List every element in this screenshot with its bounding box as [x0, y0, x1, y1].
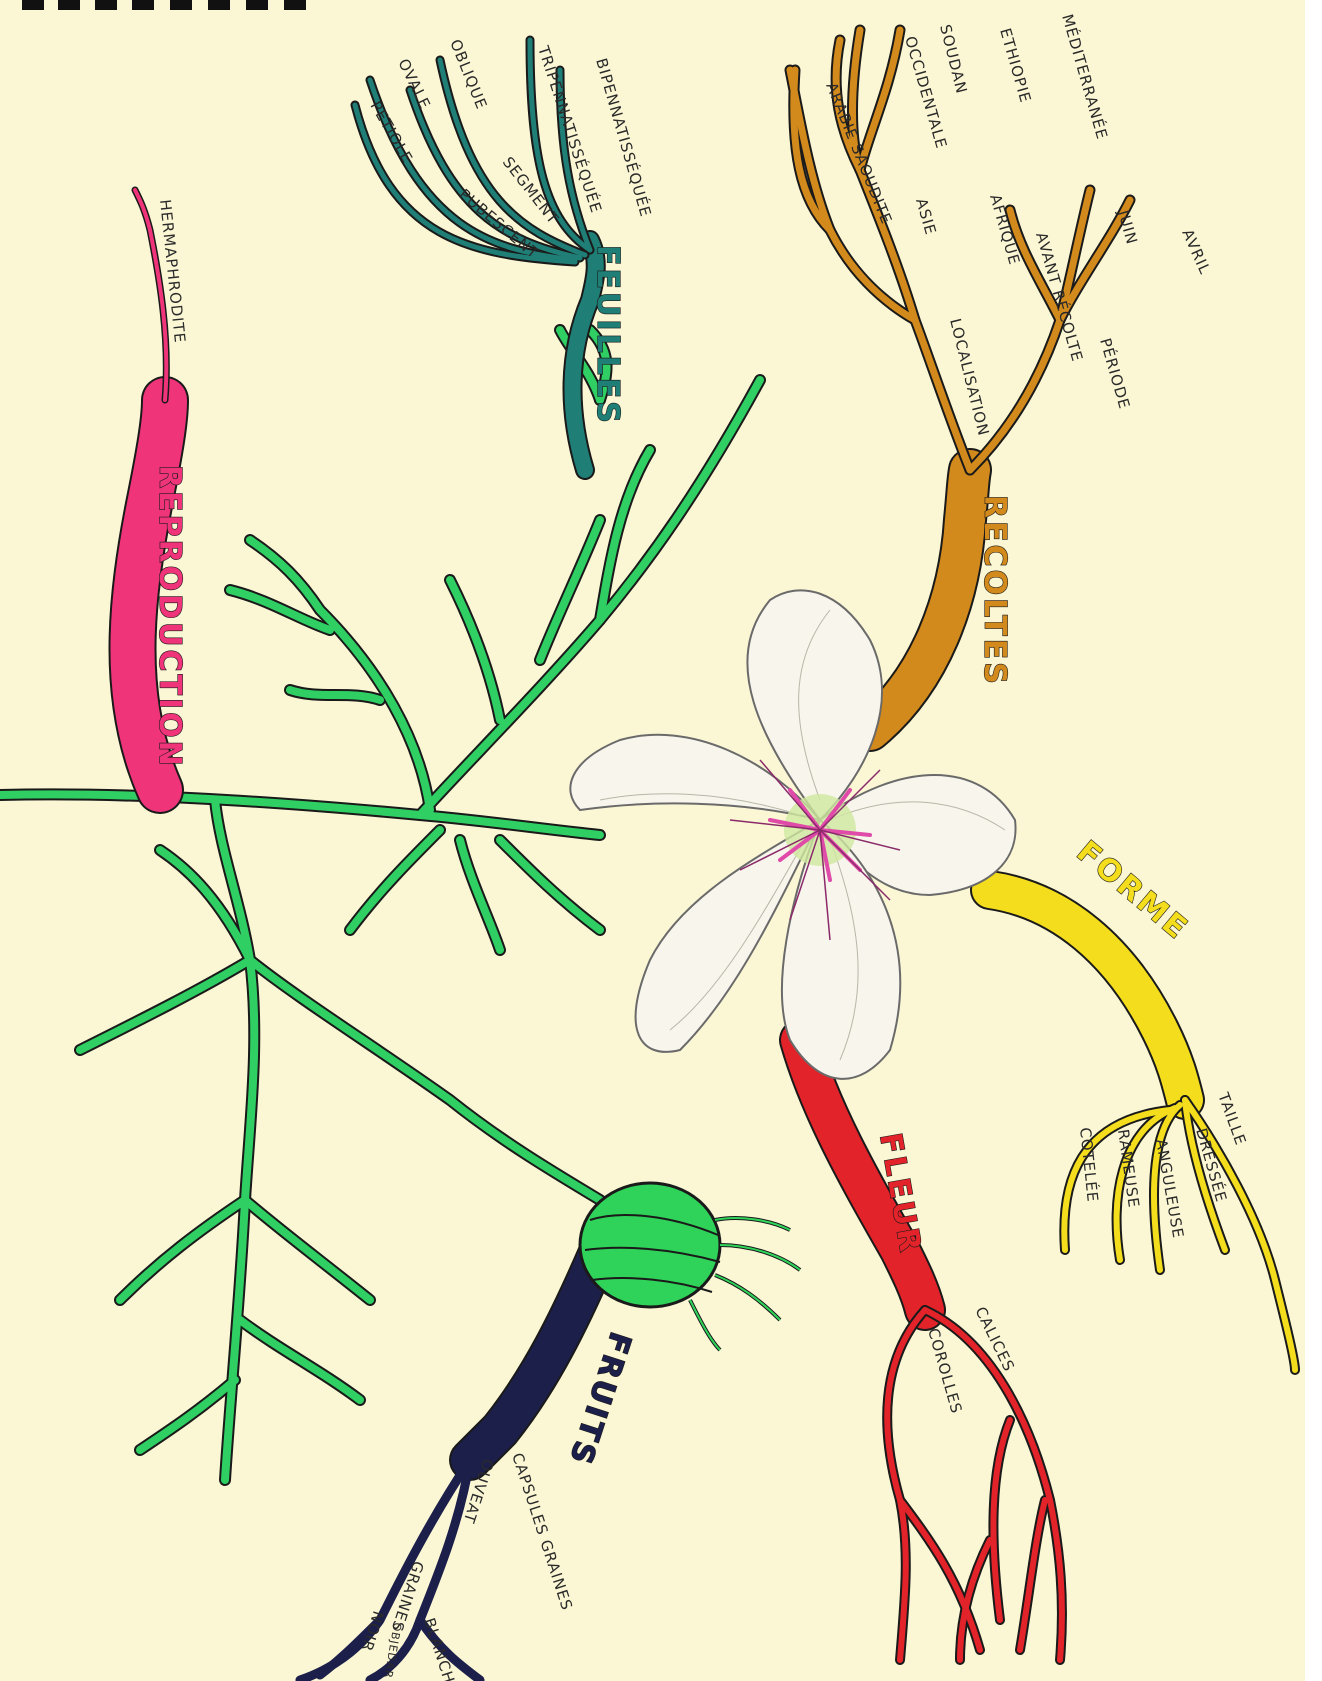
branch-title-reproduction: REPRODUCTION: [152, 465, 187, 769]
branch-title-feuilles: FEUILLES: [590, 245, 625, 426]
page-margin: [1305, 0, 1322, 1681]
branch-title-recoltes: RECOLTES: [977, 495, 1012, 687]
